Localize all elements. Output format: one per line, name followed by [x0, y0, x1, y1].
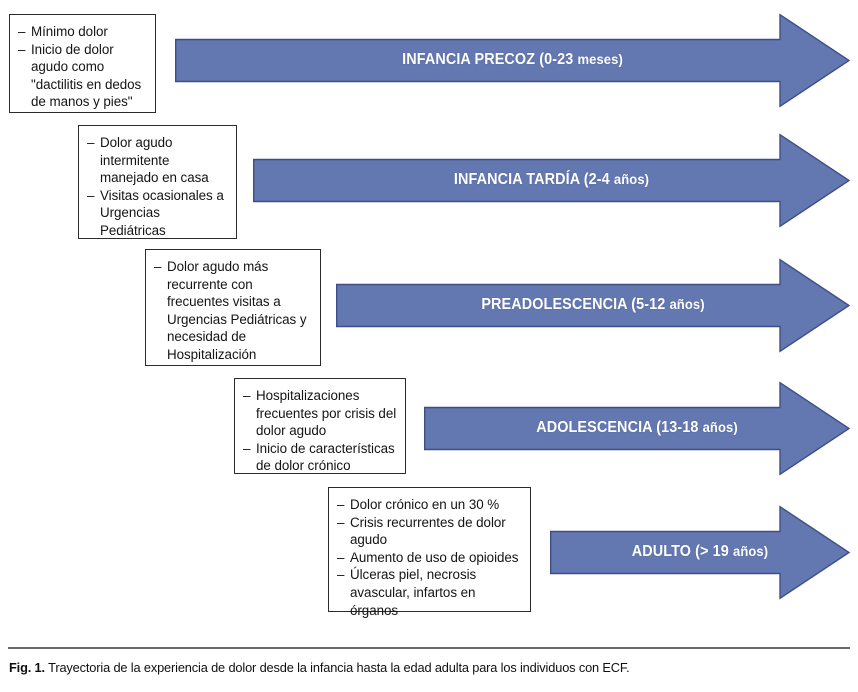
list-item: Úlceras piel, necrosis avascular, infart… [337, 566, 523, 619]
arrow-label-infancia-precoz: INFANCIA PRECOZ (0-23 meses) [199, 52, 827, 68]
arrow-shape-icon [335, 258, 851, 353]
callout-box-adolescencia: Hospitalizaciones frecuentes por crisis … [234, 378, 406, 474]
arrow-label-sub: meses) [577, 51, 623, 67]
arrow-shape-icon [174, 13, 851, 108]
arrow-label-main: INFANCIA TARDÍA (2-4 [453, 171, 614, 188]
figure-caption: Fig. 1. Trayectoria de la experiencia de… [9, 659, 824, 676]
list-item: Dolor agudo más recurrente con frecuente… [154, 258, 313, 364]
list-item: Mínimo dolor [18, 23, 148, 41]
list-item: Dolor crónico en un 30 % [337, 496, 523, 514]
stage-arrow-infancia-precoz: INFANCIA PRECOZ (0-23 meses) [174, 13, 851, 108]
callout-list: Hospitalizaciones frecuentes por crisis … [243, 387, 398, 475]
arrow-shape-icon [549, 505, 851, 600]
arrow-label-adolescencia: ADOLESCENCIA (13-18 años) [439, 420, 835, 436]
arrow-label-sub: años) [669, 296, 705, 312]
arrow-label-sub: años) [613, 171, 650, 187]
callout-list: Dolor agudo más recurrente con frecuente… [154, 258, 313, 364]
list-item: Dolor agudo intermitente manejado en cas… [87, 134, 229, 187]
stage-arrow-infancia-tardia: INFANCIA TARDÍA (2-4 años) [252, 133, 851, 228]
arrow-shape-icon [423, 381, 851, 476]
arrow-label-main: ADOLESCENCIA (13-18 [536, 419, 703, 436]
stage-arrow-preadolescencia: PREADOLESCENCIA (5-12 años) [335, 258, 851, 353]
list-item: Crisis recurrentes de dolor agudo [337, 514, 523, 549]
callout-list: Mínimo dolor Inicio de dolor agudo como … [18, 23, 148, 111]
list-item: Hospitalizaciones frecuentes por crisis … [243, 387, 398, 440]
arrow-label-sub: años) [702, 419, 738, 435]
arrow-shape-icon [252, 133, 851, 228]
arrow-label-adulto: ADULTO (> 19 años) [561, 544, 840, 560]
callout-box-preadolescencia: Dolor agudo más recurrente con frecuente… [145, 249, 321, 366]
arrow-label-infancia-tardia: INFANCIA TARDÍA (2-4 años) [274, 172, 829, 188]
callout-box-infancia-precoz: Mínimo dolor Inicio de dolor agudo como … [9, 14, 156, 113]
list-item: Visitas ocasionales a Urgencias Pediátri… [87, 187, 229, 240]
arrow-label-preadolescencia: PREADOLESCENCIA (5-12 años) [354, 297, 832, 313]
callout-list: Dolor agudo intermitente manejado en cas… [87, 134, 229, 240]
caption-figure-number: Fig. 1. [9, 660, 45, 675]
stage-arrow-adulto: ADULTO (> 19 años) [549, 505, 851, 600]
callout-box-adulto: Dolor crónico en un 30 % Crisis recurren… [328, 487, 531, 618]
arrow-label-sub: años) [733, 543, 769, 559]
arrow-label-main: ADULTO (> 19 [631, 543, 734, 560]
stage-arrow-adolescencia: ADOLESCENCIA (13-18 años) [423, 381, 851, 476]
list-item: Aumento de uso de opioides [337, 549, 523, 567]
list-item: Inicio de dolor agudo como "dactilitis e… [18, 41, 148, 111]
arrow-label-main: PREADOLESCENCIA (5-12 [481, 296, 670, 313]
arrow-label-main: INFANCIA PRECOZ (0-23 [402, 51, 578, 68]
callout-list: Dolor crónico en un 30 % Crisis recurren… [337, 496, 523, 619]
figure-caption-area: Fig. 1. Trayectoria de la experiencia de… [0, 625, 858, 692]
caption-divider [8, 647, 850, 649]
list-item: Inicio de características de dolor cróni… [243, 440, 398, 475]
caption-body: Trayectoria de la experiencia de dolor d… [48, 660, 630, 675]
callout-box-infancia-tardia: Dolor agudo intermitente manejado en cas… [78, 125, 237, 239]
diagram-stage: Mínimo dolor Inicio de dolor agudo como … [0, 0, 858, 625]
